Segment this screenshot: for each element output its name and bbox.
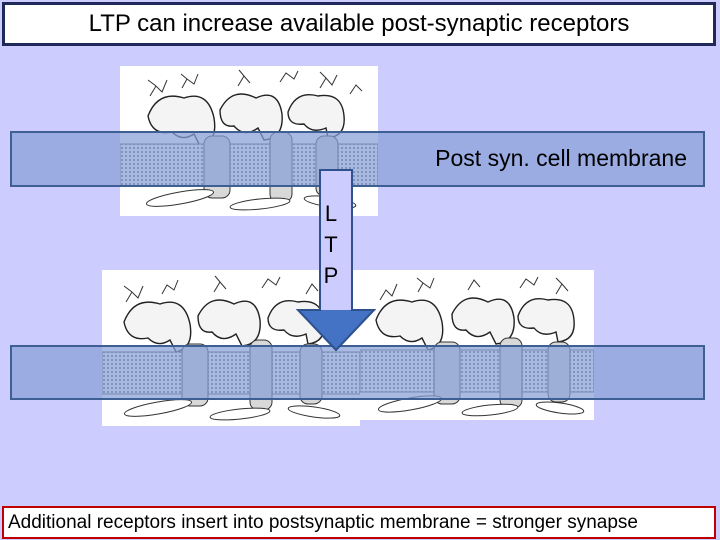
ltp-arrow [296,169,376,352]
ltp-letter: P [323,263,339,288]
ltp-letter: T [324,232,338,257]
membrane-band-before: Post syn. cell membrane [10,131,705,187]
ltp-letter: L [324,201,338,226]
ltp-label: L T P [320,198,342,291]
membrane-label: Post syn. cell membrane [435,145,687,171]
caption-box: Additional receptors insert into postsyn… [2,506,716,539]
membrane-band-after [10,345,705,400]
slide-title: LTP can increase available post-synaptic… [2,2,716,46]
